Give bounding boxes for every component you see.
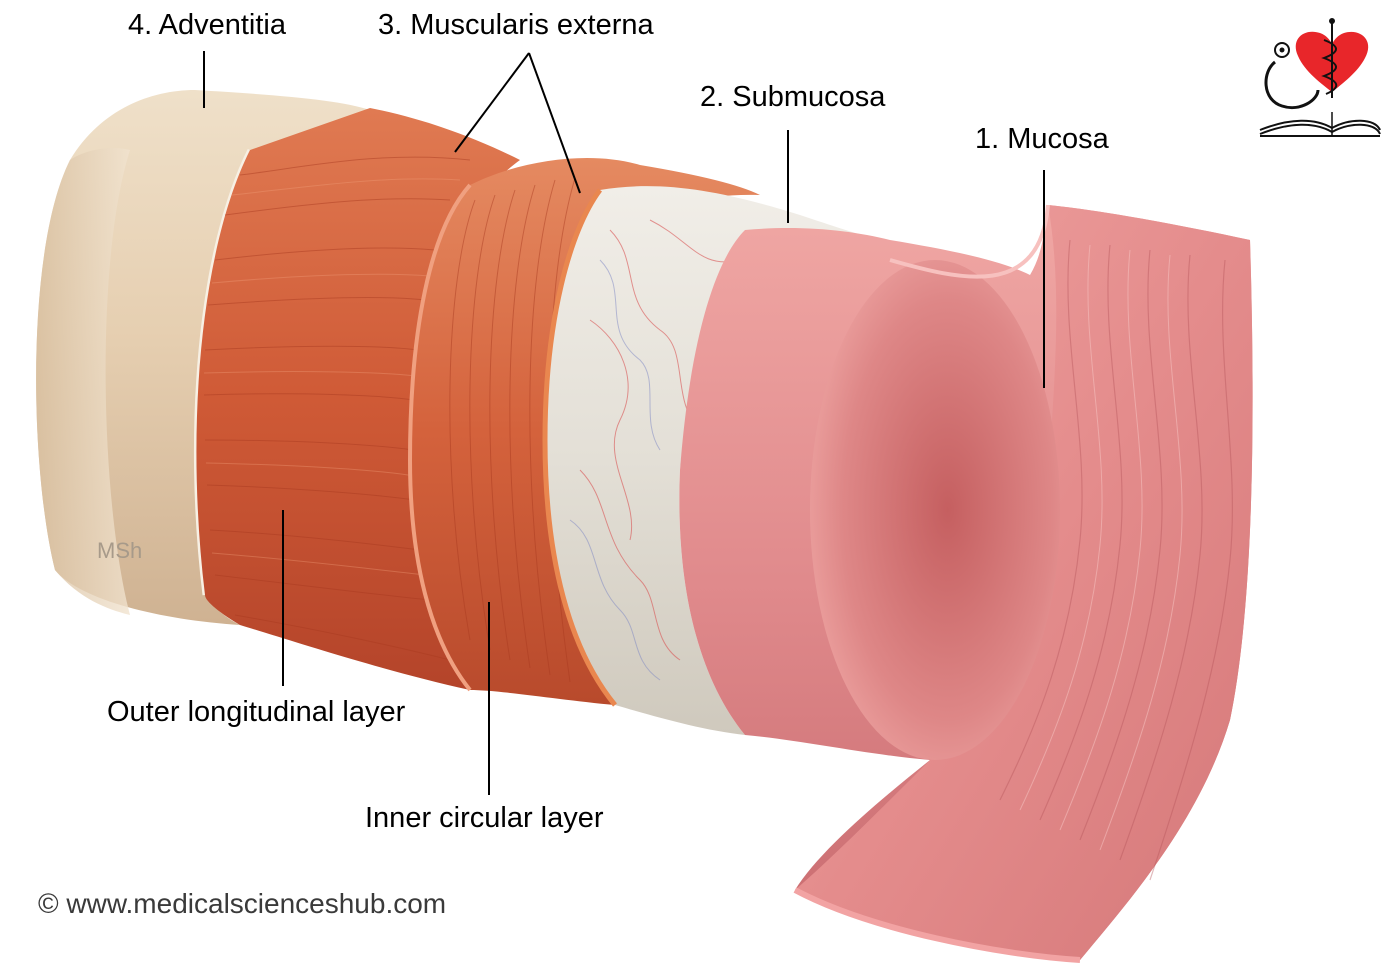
artist-signature: MSh	[97, 538, 143, 563]
inner-circular-muscle	[407, 157, 760, 706]
copyright-notice: © www.medicalscienceshub.com	[38, 888, 447, 919]
intestinal-lumen	[810, 260, 1060, 760]
label-submucosa: 2. Submucosa	[700, 81, 886, 113]
mucosa-layer	[679, 204, 1253, 963]
label-adventitia: 4. Adventitia	[128, 9, 286, 41]
label-outer-longitudinal-layer: Outer longitudinal layer	[107, 696, 406, 728]
label-mucosa: 1. Mucosa	[975, 123, 1109, 155]
muscularis-leader-inner	[528, 52, 581, 194]
submucosa-layer	[542, 186, 880, 735]
stethoscope-heart-book-logo	[1259, 18, 1381, 137]
label-inner-circular-layer: Inner circular layer	[365, 802, 604, 834]
label-muscularis-externa: 3. Muscularis externa	[378, 9, 654, 41]
muscularis-leader-outer	[454, 52, 530, 153]
leader-lines	[203, 51, 1045, 795]
